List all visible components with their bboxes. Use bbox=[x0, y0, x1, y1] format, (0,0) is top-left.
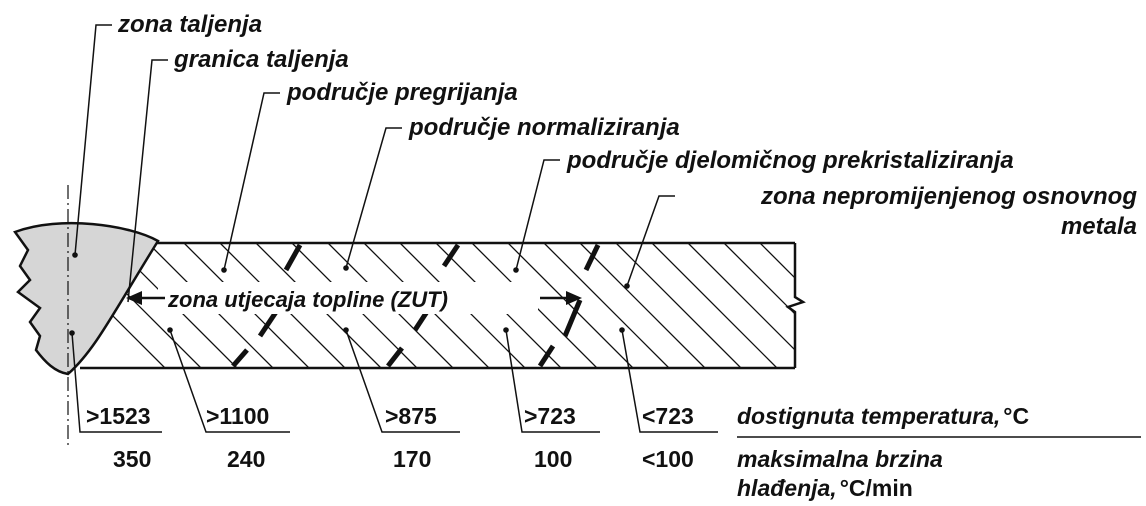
label-overheating-region: područje pregrijanja bbox=[286, 79, 518, 106]
legend-cooling-line2: hlađenja,°C/min bbox=[737, 475, 913, 501]
legend-cooling-line1: maksimalna brzina bbox=[737, 446, 943, 472]
cooling-rate-value: <100 bbox=[642, 446, 694, 472]
cooling-rate-value: 240 bbox=[227, 446, 265, 472]
temperature-value: >723 bbox=[524, 403, 576, 429]
temperature-value: <723 bbox=[642, 403, 694, 429]
hatch-line bbox=[543, 243, 670, 368]
hatch-line bbox=[868, 243, 993, 368]
label-base-metal-line2: metala bbox=[1061, 213, 1137, 240]
label-base-metal-line1: zona nepromijenjenog osnovnog bbox=[760, 183, 1137, 210]
hatch-line bbox=[832, 243, 957, 368]
leader-lines bbox=[71, 24, 718, 433]
label-normalizing-region: područje normaliziranja bbox=[408, 114, 680, 141]
hatch-line bbox=[507, 243, 634, 368]
legend-cooling-text: hlađenja, bbox=[737, 475, 837, 501]
hatch-line bbox=[796, 243, 921, 368]
plate-outline bbox=[80, 241, 806, 370]
temperature-value: >1523 bbox=[86, 403, 151, 429]
hatch-line bbox=[723, 243, 795, 315]
temperature-value: >875 bbox=[385, 403, 437, 429]
hatch-line bbox=[579, 243, 706, 368]
cooling-rate-values: 350 240 170 100 <100 bbox=[113, 446, 694, 472]
haz-arrows bbox=[126, 291, 582, 305]
temperature-values: >1523 >1100 >875 >723 <723 bbox=[86, 403, 694, 429]
cooling-rate-value: 350 bbox=[113, 446, 151, 472]
label-fusion-zone: zona taljenja bbox=[117, 11, 262, 38]
legend-temperature-unit: °C bbox=[1003, 403, 1029, 429]
label-fusion-boundary: granica taljenja bbox=[173, 46, 349, 73]
legend-cooling-unit: °C/min bbox=[840, 475, 913, 501]
legend-temperature: dostignuta temperatura,°C bbox=[737, 403, 1029, 429]
temperature-value: >1100 bbox=[206, 403, 269, 429]
hatch-line bbox=[651, 243, 778, 368]
hatch-line bbox=[904, 243, 1029, 368]
weld-bead bbox=[13, 221, 160, 376]
haz-label: zona utjecaja topline (ZUT) bbox=[167, 287, 448, 312]
hatch-line bbox=[759, 243, 795, 279]
cooling-rate-value: 100 bbox=[534, 446, 572, 472]
legend-temperature-text: dostignuta temperatura, bbox=[737, 403, 1000, 429]
label-partial-recrystallization: područje djelomičnog prekristaliziranja bbox=[566, 147, 1014, 174]
hatch-line bbox=[615, 243, 742, 368]
leader-dots bbox=[69, 252, 630, 336]
hatch-line bbox=[687, 243, 795, 351]
cooling-rate-value: 170 bbox=[393, 446, 431, 472]
